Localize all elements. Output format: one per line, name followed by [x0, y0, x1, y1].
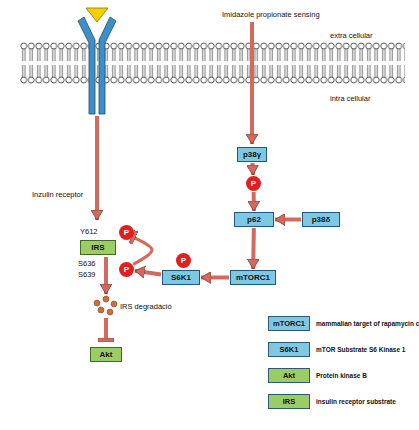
receptor-chain [78, 17, 95, 114]
phospho-circle: P [119, 225, 134, 240]
node-text: IRS [91, 243, 104, 252]
legend-text: mTOR Substrate S6 Kinase 1 [316, 346, 405, 353]
node-text: P [251, 179, 256, 188]
signal-connector [135, 271, 161, 275]
legend-text: Protein kinase B [316, 372, 367, 379]
signal-connector [251, 228, 256, 269]
kinase-box: p38δ [302, 212, 340, 227]
signal-arrow [250, 22, 254, 144]
inhibition-arrow [104, 318, 108, 340]
degradation-fragments [94, 296, 117, 315]
swatch-label: S6K1 [280, 345, 299, 354]
node-text: S6K1 [171, 273, 191, 282]
substrate-box: IRS [80, 240, 116, 255]
signal-connector [201, 276, 229, 280]
node-text: p38δ [312, 215, 331, 224]
insulin-ligand [86, 8, 108, 22]
signal-arrow [104, 257, 108, 294]
phospho-circle: P [246, 176, 261, 191]
kinase-box: S6K1 [162, 270, 200, 285]
signal-connector [252, 192, 256, 211]
legend-swatch: Akt [268, 368, 310, 383]
phospho-circle: P [119, 262, 134, 277]
signal-connector [133, 237, 152, 264]
fragment-dot [111, 301, 117, 307]
pathway-label: Imidazole propionate sensing [222, 10, 320, 19]
legend-text: insulin receptor substrate [316, 398, 396, 405]
signal-arrow [95, 116, 99, 220]
region-label: extra cellular [330, 31, 373, 40]
legend-swatch: mTORC1 [268, 316, 310, 331]
process-label: IRS degradáció [120, 302, 172, 311]
node-text: p38γ [243, 150, 261, 159]
legend-swatch: S6K1 [268, 342, 310, 357]
swatch-label: mTORC1 [273, 319, 305, 328]
kinase-box: p62 [234, 212, 274, 227]
fragment-dot [103, 296, 109, 302]
swatch-label: IRS [283, 397, 296, 406]
node-text: p62 [247, 215, 261, 224]
node-text: P [124, 228, 129, 237]
signal-connector [250, 163, 255, 175]
receptor-label: Inzulin receptor [32, 190, 83, 199]
phospho-circle: P [176, 253, 191, 268]
receptor-chain [99, 17, 116, 114]
kinase-box: Akt [90, 347, 122, 362]
kinase-box: p38γ [237, 147, 267, 162]
legend-swatch: IRS [268, 394, 310, 409]
fragment-dot [94, 300, 100, 306]
signal-connector [275, 218, 301, 222]
fragment-dot [98, 307, 104, 313]
node-text: P [181, 256, 186, 265]
site-label: Y612 [80, 227, 98, 236]
fragment-dot [107, 309, 113, 315]
site-label: S636 [78, 259, 96, 268]
node-text: P [124, 265, 129, 274]
node-text: Akt [100, 350, 113, 359]
node-text: mTORC1 [236, 273, 270, 282]
swatch-label: Akt [283, 371, 295, 380]
site-label: S639 [78, 270, 96, 279]
complex-box: mTORC1 [230, 270, 276, 285]
cell-membrane [20, 42, 405, 84]
legend-text: mammalian target of rapamycin complex 1 [316, 320, 419, 327]
region-label: intra cellular [330, 94, 370, 103]
